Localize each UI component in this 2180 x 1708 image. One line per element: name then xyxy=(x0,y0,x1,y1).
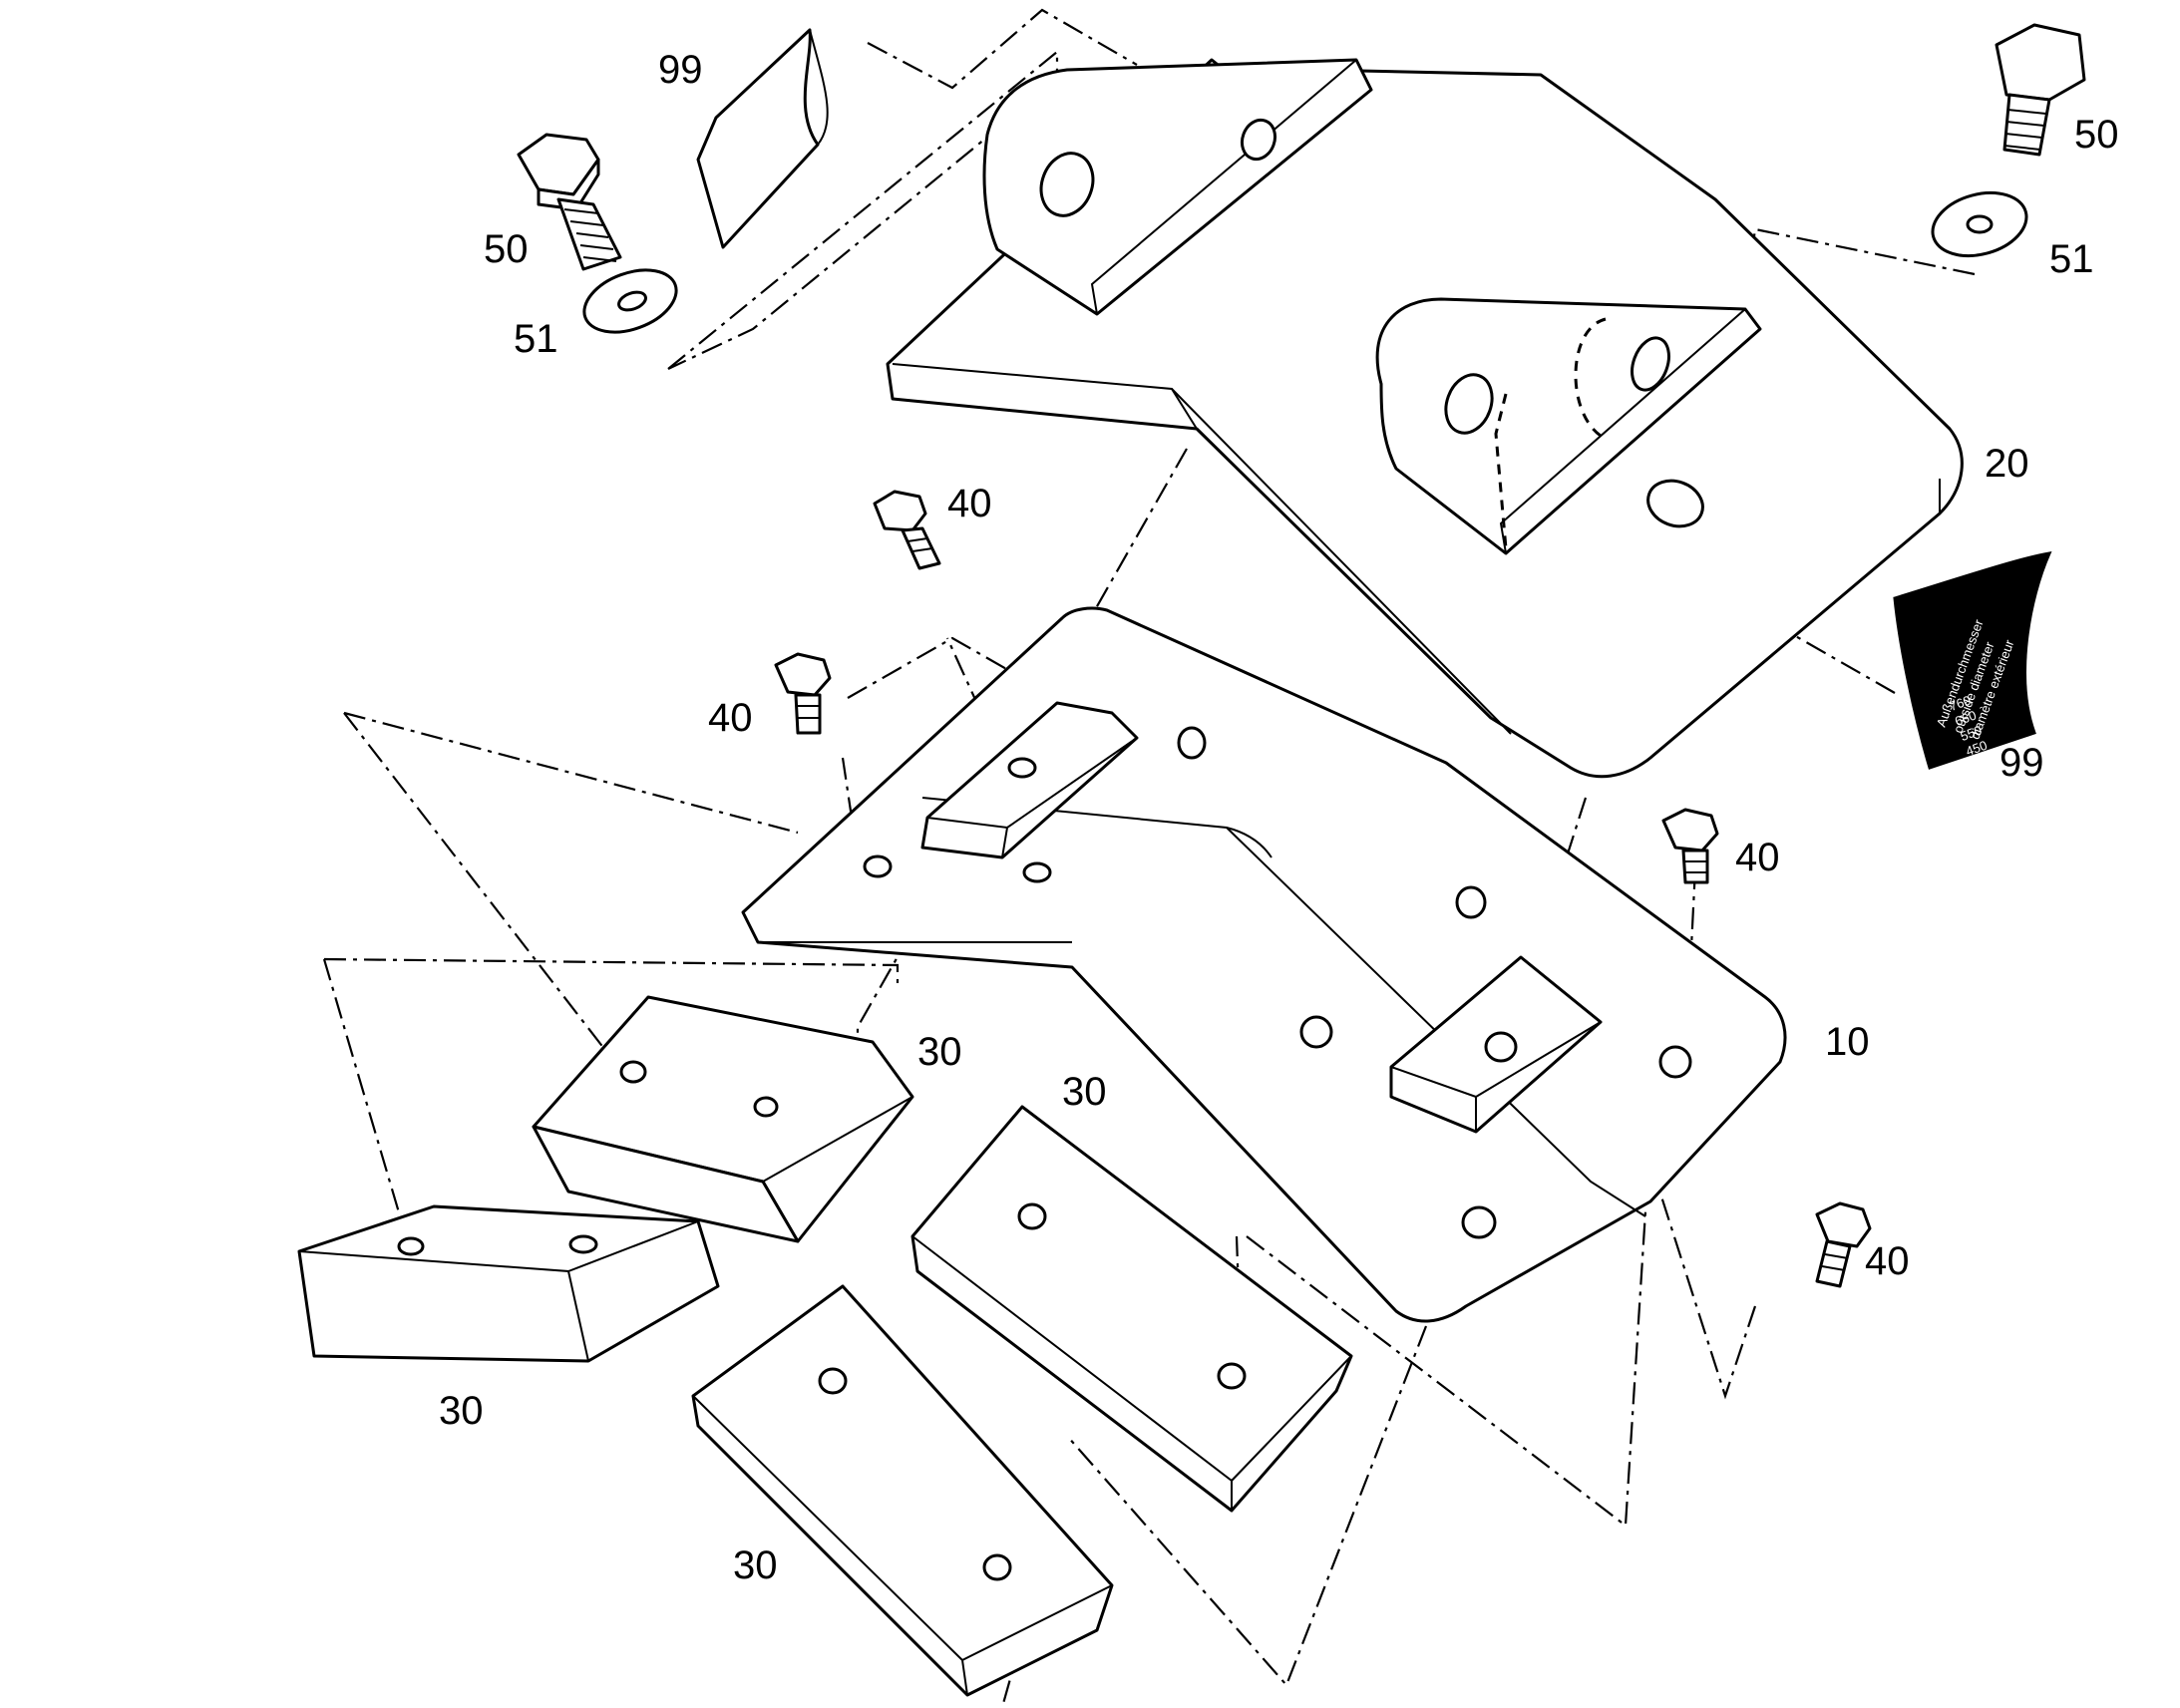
part-30-pad-d xyxy=(691,1284,1114,1697)
callout-40-lower-right: 40 xyxy=(1865,1239,1910,1283)
part-51-washer-right xyxy=(1931,190,2028,258)
part-30-pad-b xyxy=(297,1204,720,1363)
label-row-2: 660 xyxy=(1953,707,1979,729)
callout-99-sheet: 99 xyxy=(658,48,703,92)
part-40-screw-upper xyxy=(873,490,941,570)
callout-40-left: 40 xyxy=(708,696,753,740)
part-99-sheet xyxy=(696,28,829,249)
part-10-base-plate xyxy=(741,606,1787,1323)
callout-51-left: 51 xyxy=(514,317,558,361)
part-50-bolt-right xyxy=(1995,23,2086,157)
part-30-pad-c xyxy=(910,1105,1353,1513)
part-40-screw-lower-right xyxy=(1815,1201,1872,1288)
label-row-1: 760 xyxy=(1948,692,1974,714)
part-30-pad-a xyxy=(532,995,914,1243)
callout-40-right: 40 xyxy=(1735,836,1780,879)
label-row-4: 450 xyxy=(1964,738,1990,760)
callout-99-label: 99 xyxy=(1999,741,2044,785)
part-51-washer-left xyxy=(582,268,678,334)
callout-30-c: 30 xyxy=(1062,1070,1107,1114)
callout-30-d: 30 xyxy=(733,1543,778,1587)
callout-50-left: 50 xyxy=(484,227,529,271)
callout-20: 20 xyxy=(1985,442,2029,486)
label-row-3: 550 xyxy=(1959,723,1985,745)
part-99-label-plate: Außendurchmesser outside diameter diamèt… xyxy=(1893,551,2052,770)
callout-40-upper: 40 xyxy=(947,482,992,525)
part-50-bolt-left xyxy=(517,133,622,271)
callout-51-right: 51 xyxy=(2049,237,2094,281)
part-40-screw-right xyxy=(1661,808,1719,884)
callout-30-b: 30 xyxy=(439,1389,484,1433)
callout-10: 10 xyxy=(1825,1020,1870,1064)
part-20-bracket xyxy=(886,58,1964,779)
callout-50-right: 50 xyxy=(2074,113,2119,157)
part-40-screw-left xyxy=(774,652,832,735)
callout-30-a: 30 xyxy=(917,1030,962,1074)
